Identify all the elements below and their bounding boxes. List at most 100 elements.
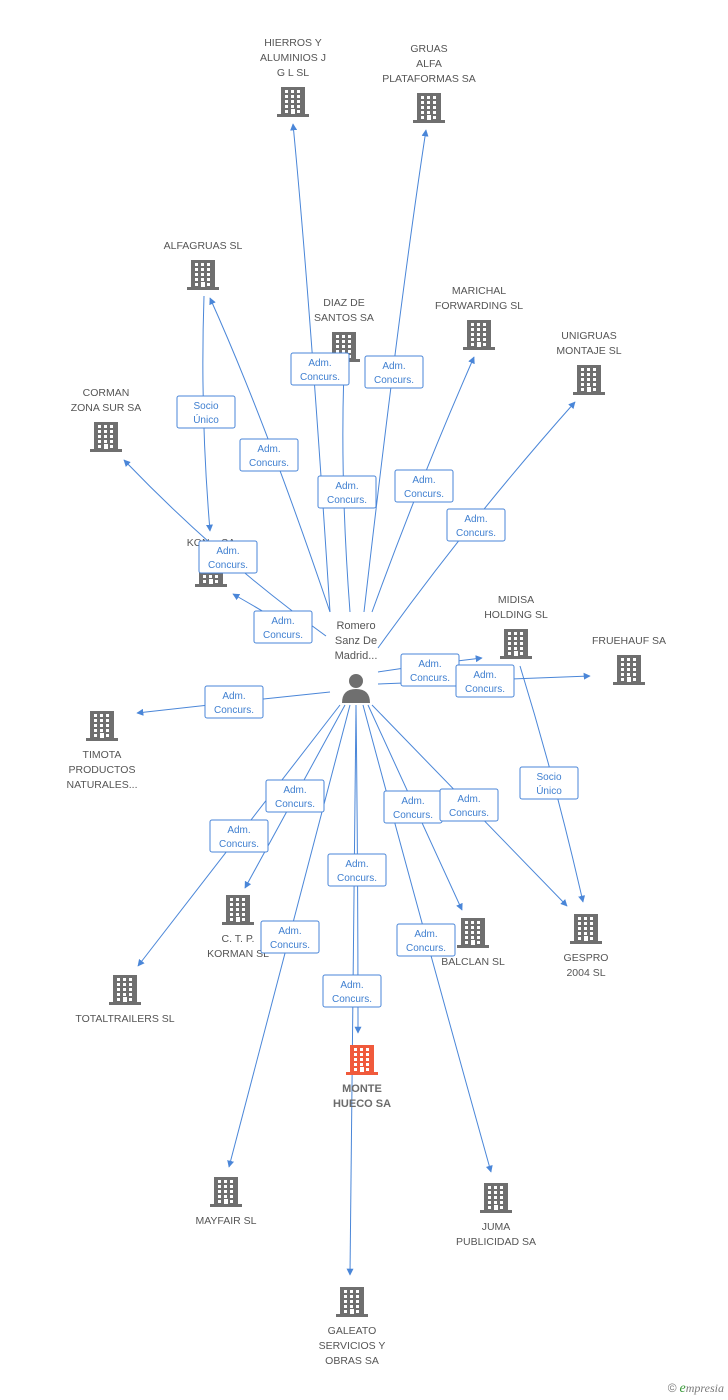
edge-label-galeato[interactable]: Adm.Concurs. bbox=[322, 974, 382, 1008]
person-icon bbox=[342, 674, 370, 703]
company-name: PRODUCTOS bbox=[69, 764, 136, 776]
edge-label-box bbox=[265, 779, 325, 813]
center-person-name: Romero bbox=[336, 620, 375, 632]
edge-label-box bbox=[209, 819, 269, 853]
edge-label-box bbox=[519, 766, 579, 800]
edge-label-box bbox=[455, 664, 515, 698]
edge-label-box bbox=[396, 923, 456, 957]
empresia-watermark: © empresia bbox=[668, 1381, 724, 1397]
edge-label-ctp[interactable]: Adm.Concurs. bbox=[265, 779, 325, 813]
edge-label-corman[interactable]: Adm.Concurs. bbox=[198, 540, 258, 574]
edge-label-line: Adm. bbox=[414, 929, 437, 940]
edge-label-mayfair[interactable]: Adm.Concurs. bbox=[260, 920, 320, 954]
edge-label-line: Concurs. bbox=[214, 705, 254, 716]
edge-label-kon[interactable]: Adm.Concurs. bbox=[253, 610, 313, 644]
company-name: MONTE bbox=[342, 1083, 382, 1095]
edge-label-line: Adm. bbox=[257, 444, 280, 455]
company-name: UNIGRUAS bbox=[561, 330, 616, 342]
edge-label-marichal[interactable]: Adm.Concurs. bbox=[394, 469, 454, 503]
company-name: FRUEHAUF SA bbox=[592, 635, 666, 647]
building-icon bbox=[573, 365, 605, 395]
edge-label-gruas[interactable]: Adm.Concurs. bbox=[364, 355, 424, 389]
building-icon bbox=[457, 918, 489, 948]
edge-label-line: Concurs. bbox=[410, 673, 450, 684]
building-icon bbox=[187, 260, 219, 290]
company-name: BALCLAN SL bbox=[441, 956, 505, 968]
edge-label-fruehauf[interactable]: Adm.Concurs. bbox=[455, 664, 515, 698]
company-name: MONTAJE SL bbox=[556, 345, 621, 357]
company-node-balclan[interactable]: BALCLAN SL bbox=[441, 918, 505, 968]
edge-label-line: Concurs. bbox=[404, 489, 444, 500]
edge-label-box bbox=[198, 540, 258, 574]
company-name: HUECO SA bbox=[333, 1098, 391, 1110]
edge-label-line: Adm. bbox=[283, 785, 306, 796]
company-node-timota[interactable]: TIMOTAPRODUCTOSNATURALES... bbox=[67, 711, 138, 791]
edge-label-unigruas[interactable]: Adm.Concurs. bbox=[446, 508, 506, 542]
company-name: MARICHAL bbox=[452, 285, 506, 297]
edge-label-box bbox=[439, 788, 499, 822]
building-icon bbox=[109, 975, 141, 1005]
company-node-mayfair[interactable]: MAYFAIR SL bbox=[195, 1177, 257, 1227]
company-name: TIMOTA bbox=[83, 749, 122, 761]
edge-label-totaltrailers[interactable]: Adm.Concurs. bbox=[209, 819, 269, 853]
edge-label-box bbox=[446, 508, 506, 542]
edge-label-line: Socio bbox=[193, 401, 218, 412]
edge-label-line: Adm. bbox=[473, 670, 496, 681]
company-node-fruehauf[interactable]: FRUEHAUF SA bbox=[592, 635, 666, 685]
company-name: JUMA bbox=[482, 1221, 511, 1233]
edge-label-juma[interactable]: Adm. Concurs. bbox=[396, 923, 456, 957]
building-icon bbox=[277, 87, 309, 117]
company-node-monte[interactable]: MONTE HUECO SA bbox=[333, 1045, 391, 1110]
brand-name: mpresia bbox=[685, 1381, 724, 1395]
center-person-name: Madrid... bbox=[335, 650, 378, 662]
company-node-totaltrailers[interactable]: TOTALTRAILERS SL bbox=[75, 975, 175, 1025]
edge-label-gespro[interactable]: Adm.Concurs. bbox=[439, 788, 499, 822]
company-name: SERVICIOS Y bbox=[319, 1340, 386, 1352]
focus-building-icon bbox=[346, 1045, 378, 1075]
company-name: KORMAN SL bbox=[207, 948, 269, 960]
edge-label-line: Adm. bbox=[382, 361, 405, 372]
company-name: ALFAGRUAS SL bbox=[164, 240, 243, 252]
company-name: HOLDING SL bbox=[484, 609, 548, 621]
edge-label-balclan[interactable]: Adm.Concurs. bbox=[383, 790, 443, 824]
edge-label-box bbox=[394, 469, 454, 503]
edge-label-timota[interactable]: Adm.Concurs. bbox=[204, 685, 264, 719]
edge-label-monte[interactable]: Adm.Concurs. bbox=[327, 853, 387, 887]
edge-label-line: Concurs. bbox=[249, 458, 289, 469]
edge-label-diaz[interactable]: Adm.Concurs. bbox=[317, 475, 377, 509]
edge-label-line: Adm. bbox=[401, 796, 424, 807]
edge-label-line: Adm. bbox=[271, 616, 294, 627]
edge-label-line: Adm. bbox=[335, 481, 358, 492]
edge-label-line: Concurs. bbox=[270, 940, 310, 951]
company-node-ctp[interactable]: C. T. P.KORMAN SL bbox=[207, 895, 269, 960]
company-name: ALFA bbox=[416, 58, 442, 70]
edge-label-alfagruas[interactable]: Adm. Concurs. bbox=[239, 438, 299, 472]
edge-label-box bbox=[290, 352, 350, 386]
edge-label-box bbox=[364, 355, 424, 389]
edge-label-hierros[interactable]: Adm.Concurs. bbox=[290, 352, 350, 386]
edge-label-line: Adm. bbox=[216, 546, 239, 557]
company-name: GESPRO bbox=[564, 952, 609, 964]
company-node-juma[interactable]: JUMA PUBLICIDAD SA bbox=[456, 1183, 536, 1248]
edge-label-line: Adm. bbox=[227, 825, 250, 836]
edge-label-line: Adm. bbox=[308, 358, 331, 369]
building-icon bbox=[413, 93, 445, 123]
edge-label-line: Concurs. bbox=[406, 943, 446, 954]
building-icon bbox=[90, 422, 122, 452]
company-node-alfagruas[interactable]: ALFAGRUAS SL bbox=[164, 240, 243, 290]
edge-labels-layer: Adm. Concurs. Adm. Concurs. Adm. Concurs. Adm.… bbox=[176, 352, 579, 1008]
edge-label-midisa[interactable]: Adm.Concurs. bbox=[400, 653, 460, 687]
company-node-unigruas[interactable]: UNIGRUAS MONTAJE SL bbox=[556, 330, 622, 395]
company-name: PUBLICIDAD SA bbox=[456, 1236, 536, 1248]
